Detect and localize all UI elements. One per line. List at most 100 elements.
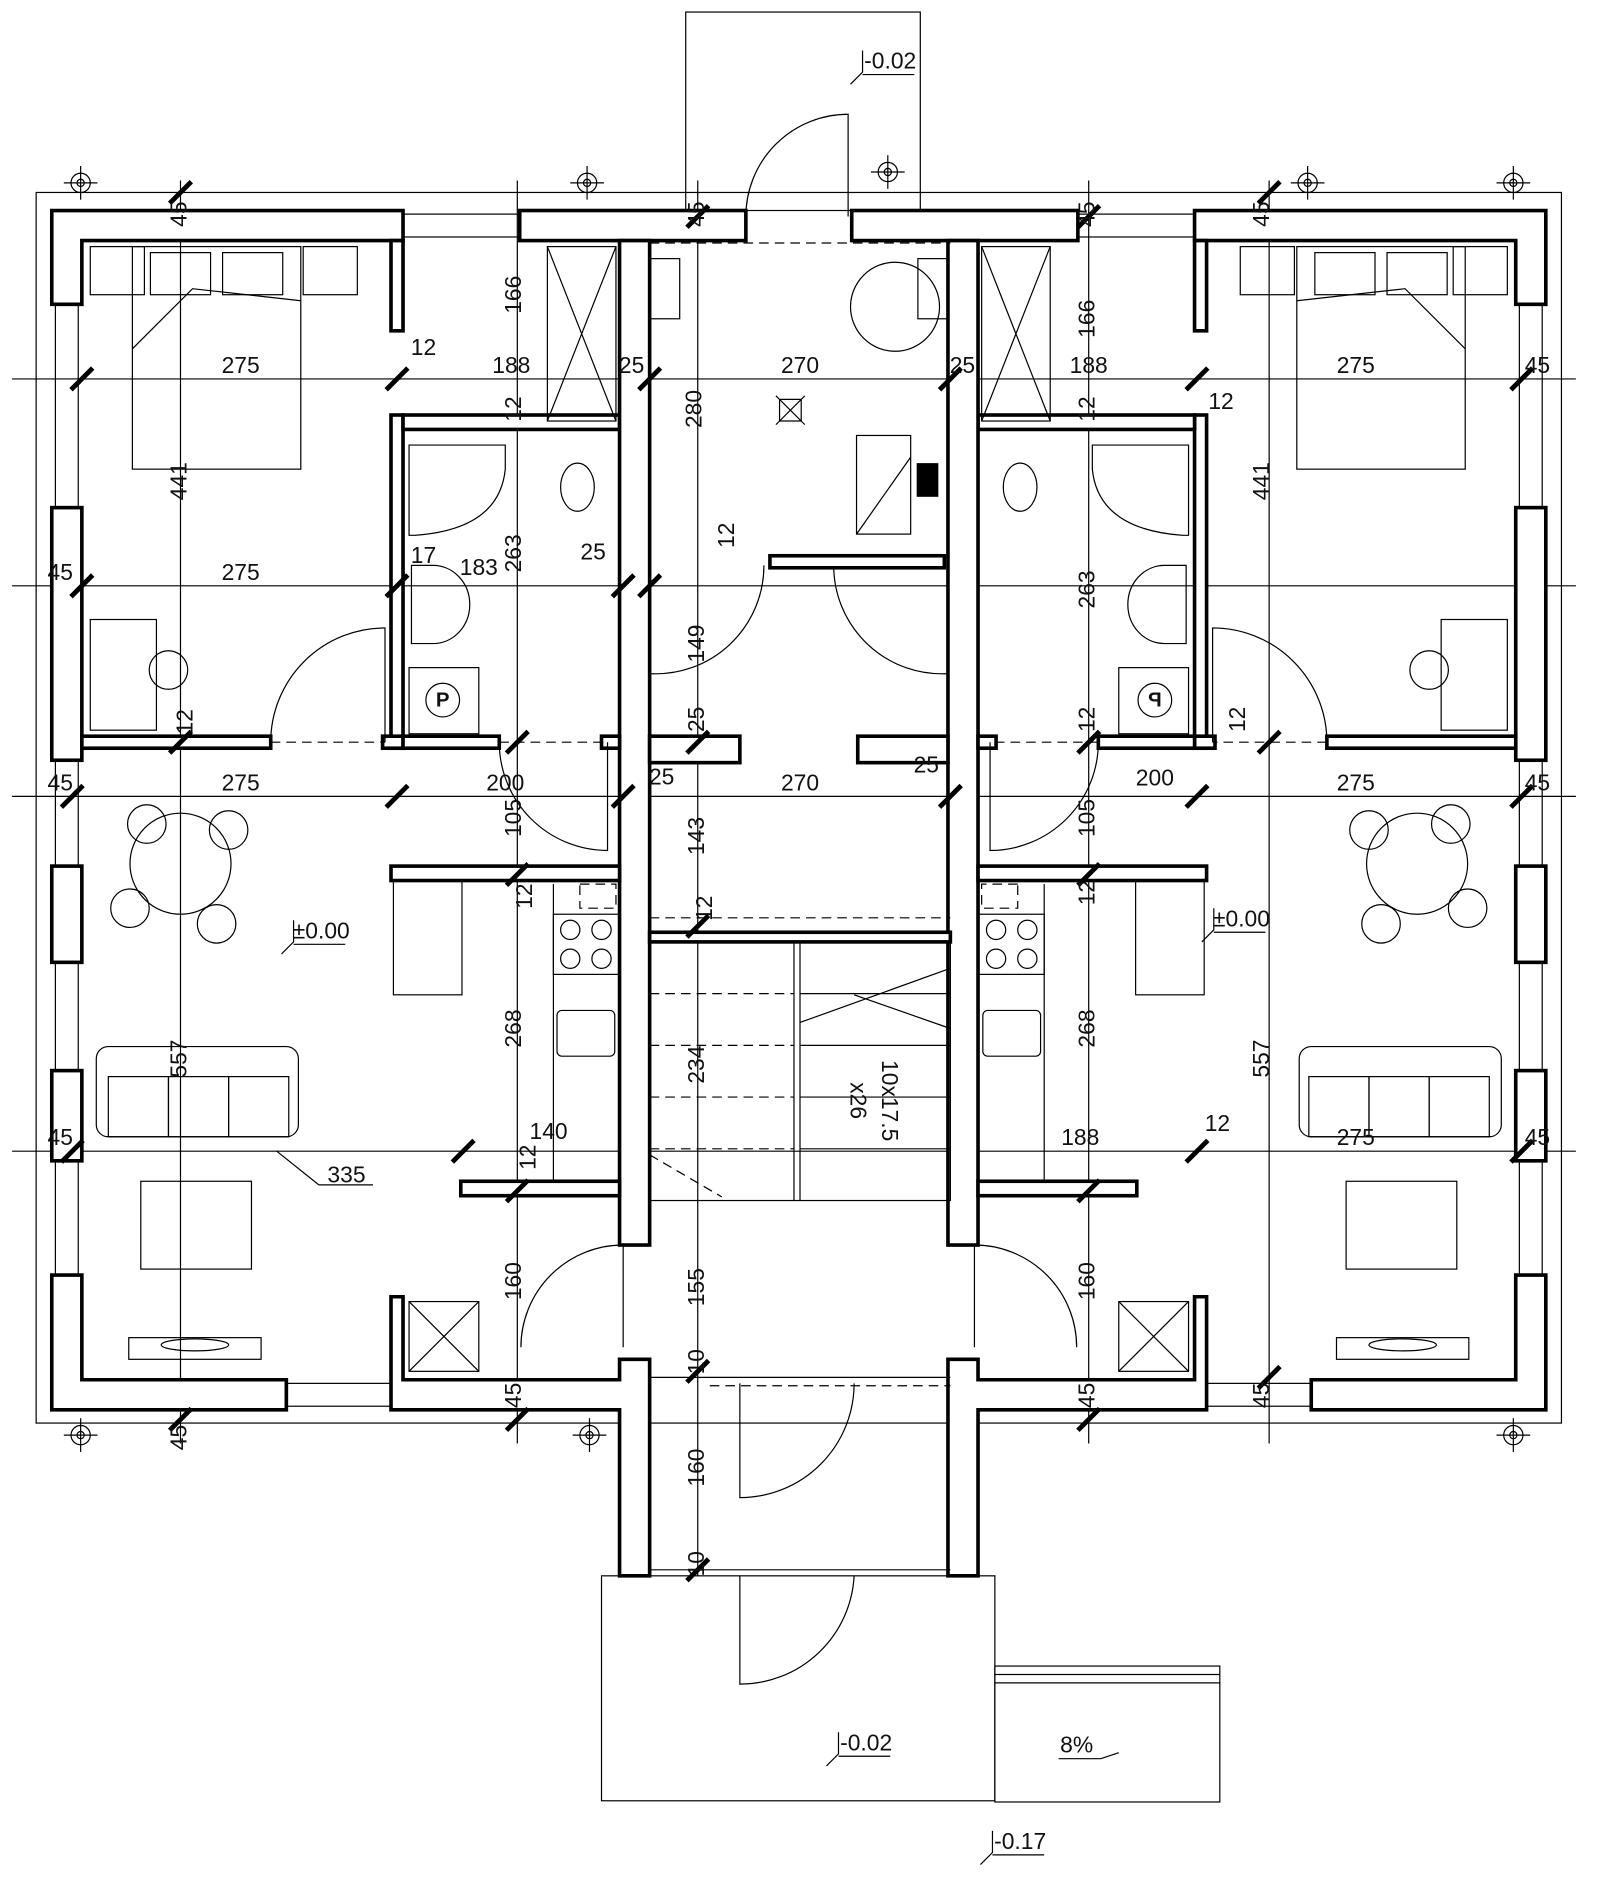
entry-landing-top	[685, 11, 921, 212]
dimension-label: 12	[411, 334, 436, 360]
dimension-label: 188	[492, 352, 530, 378]
dimension-label: 25	[950, 352, 975, 378]
dimension-tick	[69, 366, 95, 392]
dimension-tick	[1256, 179, 1282, 205]
dimension-label: 268	[1074, 1009, 1100, 1047]
axis-marker	[572, 1418, 607, 1452]
bathtub	[408, 444, 506, 536]
level-label: ±0.00	[293, 917, 350, 943]
dimension-tick	[59, 783, 85, 809]
kitchen-island	[392, 879, 463, 996]
dimension-label: 275	[1337, 769, 1375, 795]
dimension-label: 45	[1525, 769, 1550, 795]
dimension-label: 45	[166, 1425, 192, 1450]
level-markers: -0.02±0.00±0.00-0.02-0.17	[281, 48, 1270, 1865]
dimension-label: 45	[1525, 1124, 1550, 1150]
dimension-label: 183	[460, 554, 498, 580]
dimension-label: 160	[683, 1449, 709, 1487]
dimension-label: 12	[713, 523, 739, 548]
dimension-label: 155	[683, 1268, 709, 1306]
level-marker: -0.02	[826, 1729, 892, 1767]
level-label: -0.02	[840, 1729, 892, 1755]
level-marker: ±0.00	[281, 917, 350, 955]
dimension-tick	[937, 783, 963, 809]
wardrobe	[408, 1300, 480, 1372]
dimension-tick	[1509, 366, 1535, 392]
ramp-slope-label: 8%	[1060, 1732, 1093, 1758]
walls	[49, 208, 748, 1578]
dimension-tick	[685, 729, 711, 755]
axis-marker	[63, 166, 98, 200]
dimension-label: 441	[166, 462, 192, 500]
building-outline	[35, 191, 1563, 1424]
round-table	[849, 261, 941, 352]
stair-step-count: x26	[846, 1082, 872, 1119]
central-core	[649, 113, 951, 919]
sofa	[95, 1045, 299, 1138]
apartment-unit-left: P	[49, 208, 765, 1578]
apartment-unit-right	[831, 208, 1548, 1578]
dimension-tick	[610, 783, 636, 809]
dimension-label: 45	[500, 1383, 526, 1408]
dimension-label: 10	[683, 1551, 709, 1576]
dimension-tick	[610, 573, 636, 599]
entrance-vestibule	[600, 11, 996, 1802]
stove	[552, 883, 621, 975]
axis-marker	[570, 166, 604, 200]
dimension-label: 263	[500, 534, 526, 572]
axis-marker	[1290, 166, 1325, 200]
dimension-tick	[504, 861, 530, 888]
dimension-tick	[69, 573, 95, 599]
washing-machine-label: P	[436, 689, 450, 712]
tv-stand	[128, 1337, 262, 1360]
dimension-tick	[504, 1406, 530, 1432]
toilet	[560, 462, 595, 512]
dimension-label: 45	[47, 769, 72, 795]
dimension-tick	[637, 573, 663, 599]
dimension-label: 12	[511, 883, 537, 908]
central-sink	[649, 258, 681, 320]
shower	[546, 245, 617, 422]
desk	[89, 618, 189, 731]
dimension-tick	[685, 913, 711, 939]
dimension-tick	[1184, 366, 1210, 392]
level-label: -0.17	[994, 1828, 1046, 1854]
dimension-label: 268	[500, 1009, 526, 1047]
dimension-tick	[1076, 729, 1102, 755]
dimension-tick	[1256, 729, 1282, 755]
axis-marker	[1496, 166, 1531, 200]
dimension-label: 140	[530, 1118, 568, 1144]
dimension-tick	[1076, 1178, 1102, 1204]
dimension-label: 200	[486, 769, 524, 795]
dimension-tick	[167, 179, 194, 205]
dimension-label: 166	[500, 276, 526, 314]
dimension-tick	[504, 1178, 530, 1204]
dimension-label: 12	[1074, 707, 1100, 732]
sink	[410, 564, 471, 645]
dimension-ticks	[59, 179, 1535, 1583]
axis-marker	[1496, 1418, 1531, 1452]
dimension-label: 275	[222, 352, 260, 378]
dimension-label: 45	[1525, 352, 1550, 378]
dimension-tick	[59, 1138, 85, 1164]
windows	[54, 213, 521, 1407]
dimension-tick	[1509, 1138, 1535, 1164]
dimension-tick	[167, 729, 194, 755]
dimension-tick	[937, 366, 963, 392]
bed	[89, 245, 358, 470]
dimension-label: 25	[914, 751, 939, 777]
dimension-label: 12	[691, 895, 717, 920]
dimension-label: 270	[781, 352, 819, 378]
dimension-label: 12	[1205, 1110, 1230, 1136]
dimension-label: 166	[1074, 300, 1100, 338]
dimension-tick	[1076, 861, 1102, 888]
dimension-tick	[384, 783, 410, 809]
doors	[270, 565, 765, 1348]
dimension-label: 143	[683, 817, 709, 855]
dimension-label: 45	[1248, 1383, 1274, 1408]
dimension-label: 188	[1070, 352, 1108, 378]
dimension-tick	[685, 1358, 711, 1384]
dimension-label: 275	[1337, 352, 1375, 378]
dimension-label: 275	[222, 559, 260, 585]
dimension-label: 280	[680, 390, 706, 428]
